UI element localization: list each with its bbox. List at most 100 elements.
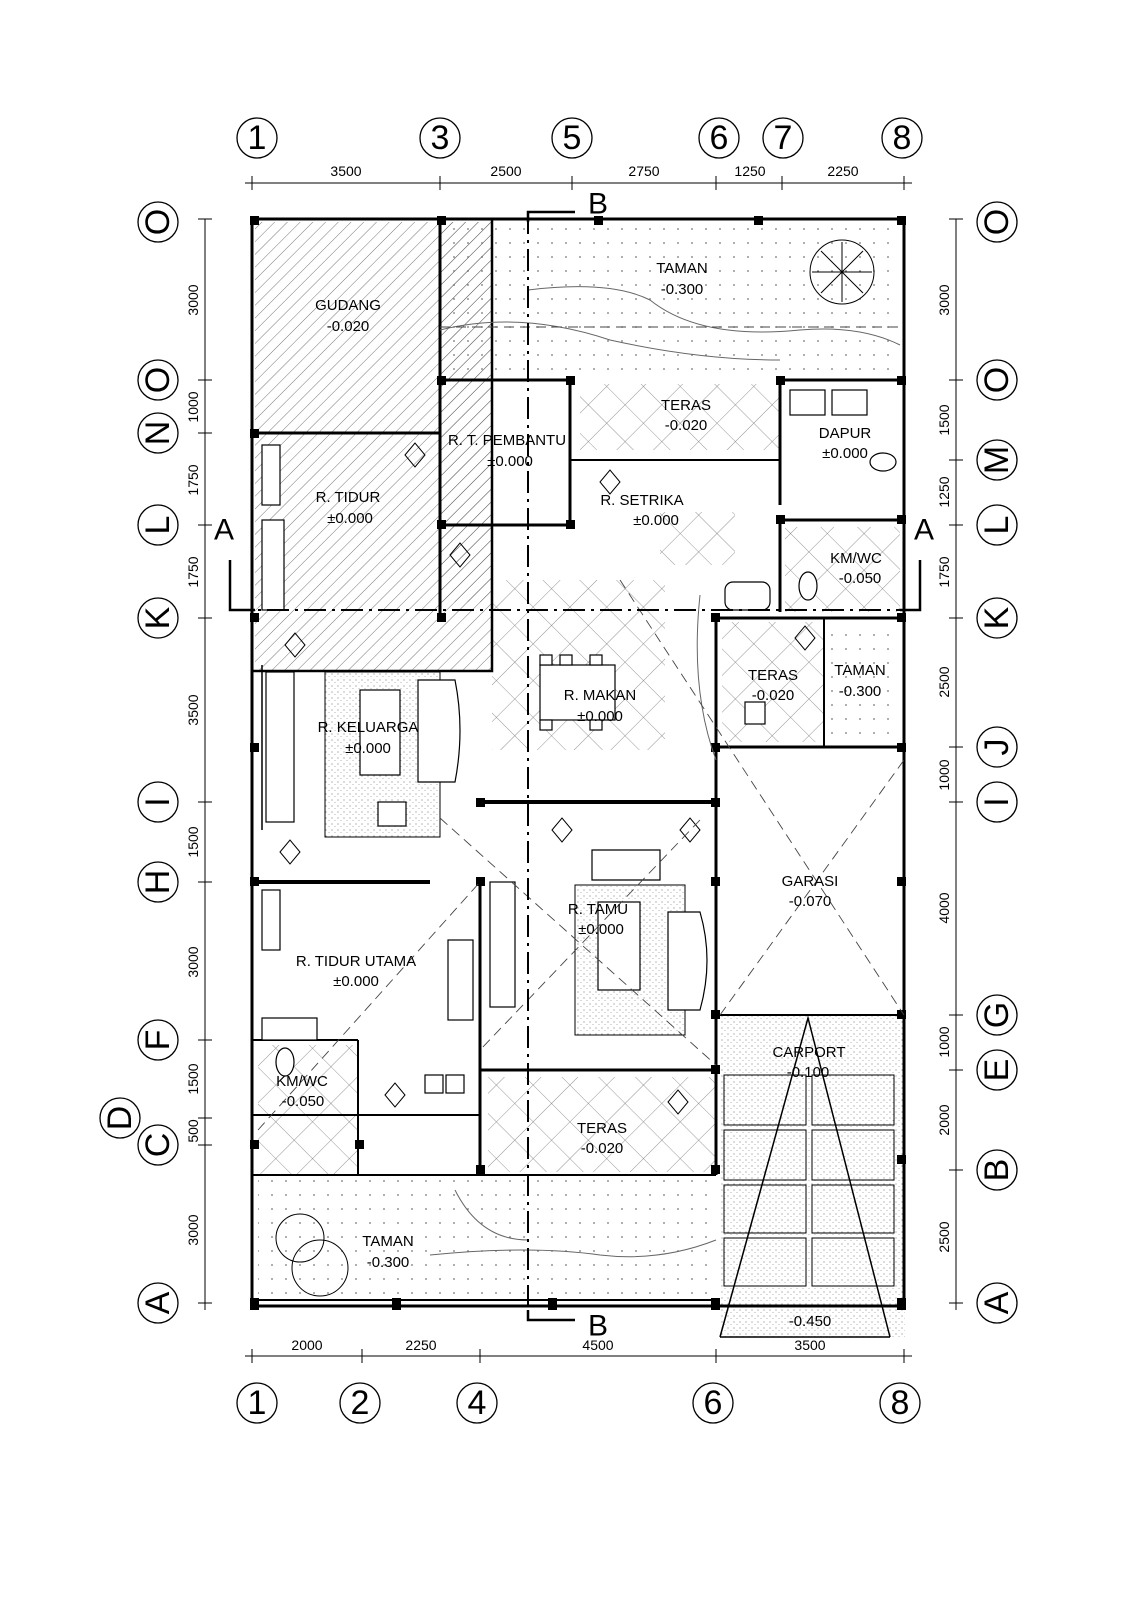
room-teras-mid-level: -0.020 — [752, 687, 795, 704]
room-taman-top-name: TAMAN — [656, 260, 707, 277]
dim-right-10: 2500 — [936, 1221, 952, 1252]
room-carport-name: CARPORT — [772, 1044, 845, 1061]
dim-left-2: 1000 — [185, 391, 201, 422]
sofa-icon — [591, 849, 661, 881]
room-tidur-name: R. TIDUR — [316, 489, 381, 506]
room-tamu-level: ±0.000 — [578, 921, 624, 938]
room-teras-mid-name: TERAS — [748, 667, 798, 684]
dims-left: 3000 1000 1750 1750 3500 1500 3000 1500 … — [185, 284, 201, 1245]
room-carport-level: -0.100 — [787, 1064, 830, 1081]
dim-left-1: 3000 — [185, 284, 201, 315]
grid-right-labels: O O M L K J I G E B A — [978, 209, 1016, 1315]
ramp-level: -0.450 — [789, 1313, 832, 1330]
room-teras-bottom-level: -0.020 — [581, 1140, 624, 1157]
dashed-lines — [257, 326, 905, 1131]
section-marker-icon — [900, 560, 922, 612]
coffee-table — [359, 689, 401, 776]
room-taman-mid-level: -0.300 — [839, 683, 882, 700]
tree-icon — [275, 1213, 325, 1263]
grid-right-i: I — [978, 797, 1016, 806]
columns — [250, 216, 906, 1310]
room-taman-bottom-name: TAMAN — [362, 1233, 413, 1250]
sofa-icon — [417, 679, 461, 783]
sideboard — [489, 881, 516, 1008]
dim-right-8: 1000 — [936, 1026, 952, 1057]
section-a-left: A — [214, 514, 234, 547]
grid-left-o1: O — [139, 209, 177, 235]
dim-right-4: 1750 — [936, 556, 952, 587]
grid-right-k: K — [978, 606, 1016, 629]
grid-left-o2: O — [139, 367, 177, 393]
section-lines — [228, 210, 922, 1322]
landscape-lines — [429, 286, 901, 1258]
room-dapur-name: DAPUR — [819, 425, 872, 442]
room-taman-mid-name: TAMAN — [834, 662, 885, 679]
grid-right-l: L — [978, 516, 1016, 535]
dim-top-4: 1250 — [734, 163, 765, 179]
armchair — [377, 801, 407, 827]
grid-top-7: 7 — [774, 119, 793, 157]
dim-left-4: 1750 — [185, 556, 201, 587]
bed-icon — [261, 889, 281, 951]
floor-finishes — [255, 222, 905, 1337]
dim-left-5: 3500 — [185, 694, 201, 725]
section-marker-icon — [228, 560, 255, 612]
sink — [831, 389, 868, 416]
grid-left-f: F — [139, 1030, 177, 1051]
toilet-icon — [275, 1047, 295, 1077]
grid-left-h: H — [139, 870, 177, 895]
dim-bottom-4: 3500 — [794, 1337, 825, 1353]
wardrobe — [261, 519, 285, 611]
section-marker-icon — [526, 1310, 575, 1322]
section-b-top: B — [588, 188, 608, 221]
room-dapur-level: ±0.000 — [822, 445, 868, 462]
grid-left-l: L — [139, 516, 177, 535]
room-pembantu-level: ±0.000 — [487, 453, 533, 470]
ramp — [719, 1015, 891, 1338]
walls — [250, 217, 906, 1308]
section-marker-icon — [526, 210, 575, 222]
stove — [789, 389, 826, 416]
room-tidur-level: ±0.000 — [327, 510, 373, 527]
dim-bottom-1: 2000 — [291, 1337, 322, 1353]
section-a-right: A — [914, 514, 934, 547]
room-gudang-level: -0.020 — [327, 318, 370, 335]
grid-right-o2: O — [978, 367, 1016, 393]
grid-right-o1: O — [978, 209, 1016, 235]
furniture — [261, 389, 897, 1094]
grid-bottom-6: 6 — [704, 1384, 723, 1422]
tree-icon — [809, 239, 875, 305]
coffee-table — [597, 901, 641, 991]
dimension-lines — [198, 176, 963, 1363]
grid-right-e: E — [978, 1059, 1016, 1082]
room-garasi-level: -0.070 — [789, 893, 832, 910]
room-setrika-name: R. SETRIKA — [600, 492, 683, 509]
dim-left-7: 3000 — [185, 946, 201, 977]
room-gudang-name: GUDANG — [315, 297, 381, 314]
room-pembantu-name: R. T. PEMBANTU — [448, 432, 566, 449]
room-kmwc-right-level: -0.050 — [839, 570, 882, 587]
dim-left-8: 1500 — [185, 1063, 201, 1094]
tree-icon — [291, 1239, 349, 1297]
grid-right — [976, 201, 1018, 1324]
plant-icon — [279, 442, 816, 1115]
grid-right-m: M — [978, 446, 1016, 474]
dim-right-3: 1250 — [936, 476, 952, 507]
room-makan-level: ±0.000 — [577, 708, 623, 725]
room-kmwc-right-name: KM/WC — [830, 550, 882, 567]
dim-right-5: 2500 — [936, 666, 952, 697]
grid-left-d: D — [101, 1106, 139, 1131]
grid-top-1: 1 — [248, 119, 267, 157]
dimension-ticks — [198, 176, 963, 1363]
grid-top — [236, 117, 923, 159]
dim-right-2: 1500 — [936, 404, 952, 435]
room-makan-name: R. MAKAN — [564, 687, 637, 704]
dim-top-2: 2500 — [490, 163, 521, 179]
grid-left-c: C — [139, 1133, 177, 1158]
wardrobe — [447, 939, 474, 1021]
dim-bottom-3: 4500 — [582, 1337, 613, 1353]
grid-right-j: J — [978, 739, 1016, 756]
room-setrika-level: ±0.000 — [633, 512, 679, 529]
grid-left-i: I — [139, 797, 177, 806]
